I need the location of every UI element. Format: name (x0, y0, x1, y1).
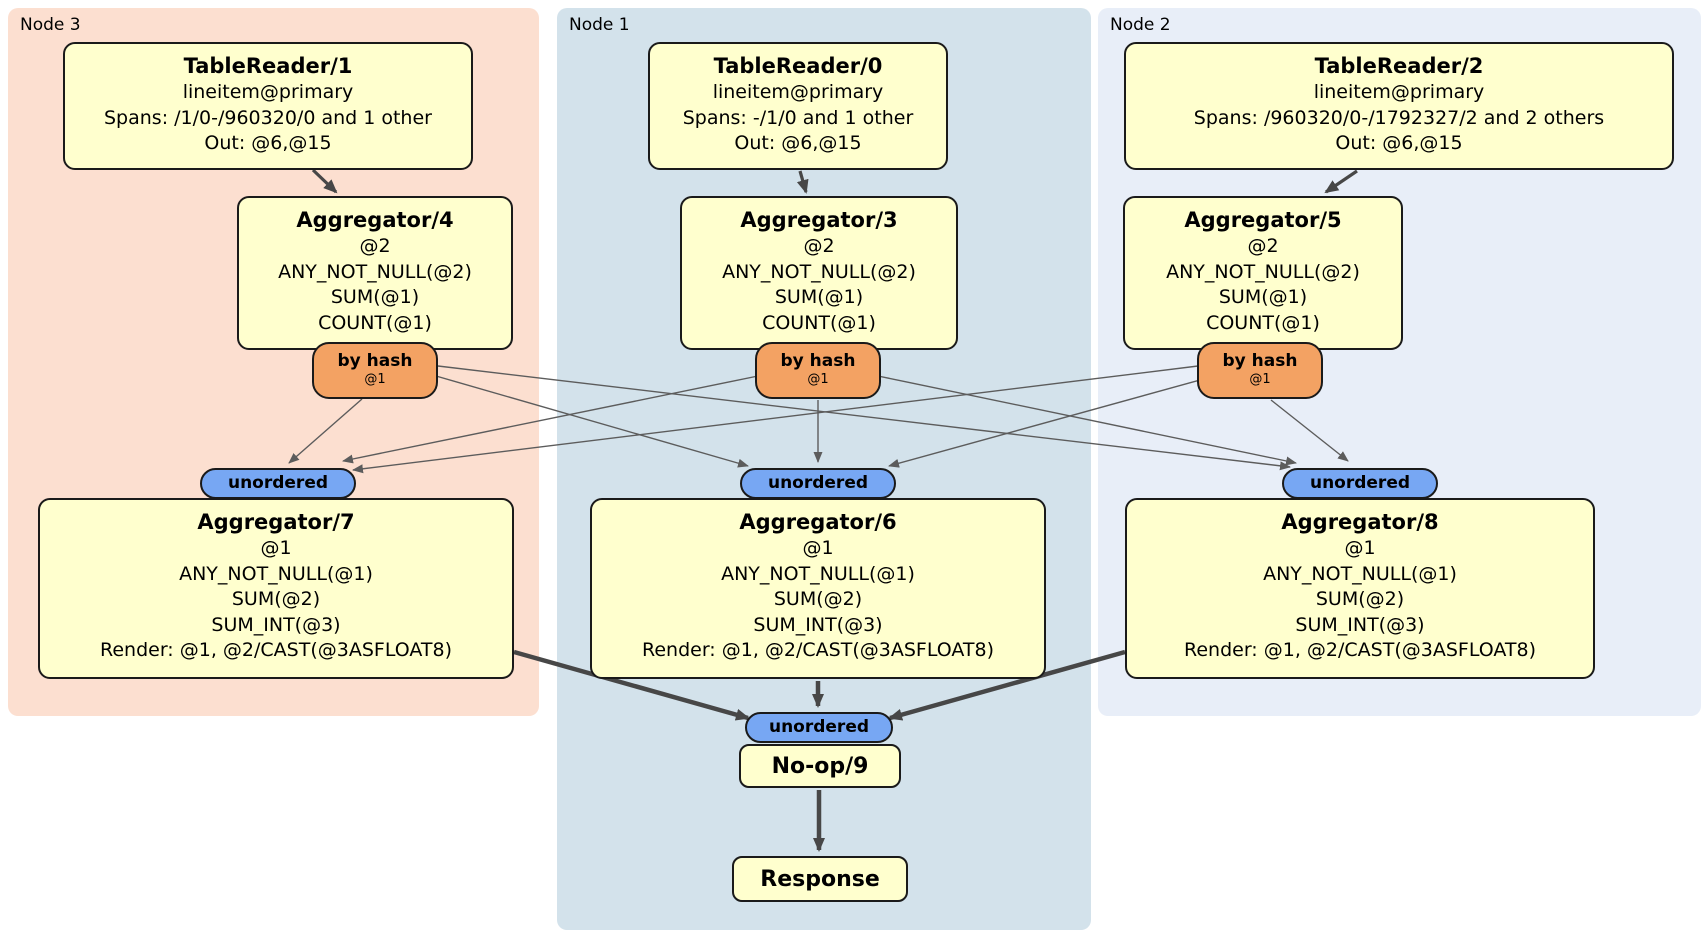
processor-aggregator-6: Aggregator/6 @1 ANY_NOT_NULL(@1) SUM(@2)… (590, 498, 1046, 679)
processor-agg-fn: SUM(@2) (1315, 588, 1405, 610)
edge-byhash4-unordered8 (437, 365, 1291, 471)
processor-title: Aggregator/6 (739, 510, 897, 534)
processor-spans: Spans: /960320/0-/1792327/2 and 2 others (1193, 106, 1605, 129)
processor-title: Aggregator/8 (1281, 510, 1439, 534)
processor-agg-fn: SUM(@2) (773, 588, 863, 610)
processor-title: Aggregator/4 (296, 208, 454, 232)
edge-tablereader0-aggregator3 (796, 170, 809, 194)
router-label: by hash (780, 351, 856, 371)
processor-groupcols: @2 (803, 235, 835, 257)
processor-aggregator-7: Aggregator/7 @1 ANY_NOT_NULL(@1) SUM(@2)… (38, 498, 514, 679)
processor-aggregator-8: Aggregator/8 @1 ANY_NOT_NULL(@1) SUM(@2)… (1125, 498, 1595, 679)
sync-unordered-8: unordered (1282, 468, 1438, 499)
processor-agg-fn: SUM_INT(@3) (753, 613, 883, 636)
processor-groupcols: @2 (1247, 235, 1279, 257)
processor-title: Aggregator/3 (740, 208, 898, 232)
edge-byhash5-unordered7 (352, 365, 1199, 474)
processor-agg-fn: COUNT(@1) (318, 311, 432, 334)
processor-agg-fn: ANY_NOT_NULL(@2) (722, 260, 916, 283)
processor-spans: Spans: -/1/0 and 1 other (682, 106, 914, 129)
router-by-hash-4: by hash @1 (312, 342, 438, 399)
edge-aggregator8-unordered-final (888, 649, 1126, 721)
processor-title: Aggregator/7 (197, 510, 355, 534)
processor-agg-fn: SUM(@1) (774, 286, 864, 308)
processor-agg-fn: ANY_NOT_NULL(@2) (278, 260, 472, 283)
edge-aggregator7-unordered-final (513, 649, 750, 721)
processor-render: Render: @1, @2/CAST(@3ASFLOAT8) (1184, 639, 1536, 661)
processor-aggregator-4: Aggregator/4 @2 ANY_NOT_NULL(@2) SUM(@1)… (237, 196, 513, 350)
panel-node-1-label: Node 1 (569, 15, 630, 35)
processor-groupcols: @1 (802, 537, 834, 559)
processor-spans: Spans: /1/0-/960320/0 and 1 other (104, 106, 432, 129)
processor-agg-fn: ANY_NOT_NULL(@1) (721, 562, 915, 585)
processor-index: lineitem@primary (1313, 81, 1485, 103)
edge-tablereader2-aggregator5 (1324, 169, 1358, 194)
router-by-hash-5: by hash @1 (1197, 342, 1323, 399)
processor-agg-fn: SUM_INT(@3) (1295, 613, 1425, 636)
processor-out: Out: @6,@15 (1335, 132, 1463, 154)
processor-render: Render: @1, @2/CAST(@3ASFLOAT8) (100, 639, 452, 661)
processor-response: Response (732, 856, 908, 902)
processor-agg-fn: SUM(@2) (231, 588, 321, 610)
processor-tablereader-0: TableReader/0 lineitem@primary Spans: -/… (648, 42, 948, 170)
processor-render: Render: @1, @2/CAST(@3ASFLOAT8) (642, 639, 994, 661)
hash-fanout-edges (288, 365, 1349, 474)
edge-byhash3-unordered7 (342, 375, 759, 464)
processor-agg-fn: SUM_INT(@3) (211, 613, 341, 636)
sync-unordered-final: unordered (745, 712, 893, 743)
processor-title: TableReader/0 (713, 54, 883, 78)
panel-node-2-label: Node 2 (1110, 15, 1171, 35)
processor-agg-fn: COUNT(@1) (762, 311, 876, 334)
sync-unordered-6: unordered (740, 468, 896, 499)
processor-agg-fn: COUNT(@1) (1206, 311, 1320, 334)
panel-node-3-label: Node 3 (20, 15, 81, 35)
main-flow-edges (311, 168, 1358, 852)
processor-agg-fn: ANY_NOT_NULL(@1) (179, 562, 373, 585)
edge-byhash3-unordered8 (877, 375, 1297, 466)
processor-agg-fn: SUM(@1) (1218, 286, 1308, 308)
processor-out: Out: @6,@15 (734, 132, 862, 154)
router-label: by hash (337, 351, 413, 371)
processor-groupcols: @1 (1344, 537, 1376, 559)
processor-groupcols: @1 (260, 537, 292, 559)
edge-byhash4-unordered6 (435, 375, 749, 468)
router-by-hash-3: by hash @1 (755, 342, 881, 399)
processor-agg-fn: SUM(@1) (330, 286, 420, 308)
processor-tablereader-2: TableReader/2 lineitem@primary Spans: /9… (1124, 42, 1674, 170)
router-columns: @1 (1249, 372, 1271, 387)
sync-unordered-7: unordered (200, 468, 356, 499)
processor-index: lineitem@primary (712, 81, 884, 103)
processor-index: lineitem@primary (182, 81, 354, 103)
edge-byhash4-unordered7 (288, 398, 363, 464)
processor-noop-9: No-op/9 (739, 744, 901, 788)
processor-agg-fn: ANY_NOT_NULL(@1) (1263, 562, 1457, 585)
processor-title: TableReader/1 (183, 54, 353, 78)
router-columns: @1 (807, 372, 829, 387)
router-columns: @1 (364, 372, 386, 387)
processor-aggregator-3: Aggregator/3 @2 ANY_NOT_NULL(@2) SUM(@1)… (680, 196, 958, 350)
processor-agg-fn: ANY_NOT_NULL(@2) (1166, 260, 1360, 283)
edge-tablereader1-aggregator4 (311, 168, 338, 194)
processor-title: Aggregator/5 (1184, 208, 1342, 232)
processor-groupcols: @2 (359, 235, 391, 257)
processor-tablereader-1: TableReader/1 lineitem@primary Spans: /1… (63, 42, 473, 170)
edge-byhash5-unordered8 (1270, 399, 1349, 462)
processor-title: TableReader/2 (1314, 54, 1484, 78)
edge-byhash5-unordered6 (888, 379, 1201, 468)
router-label: by hash (1222, 351, 1298, 371)
processor-out: Out: @6,@15 (204, 132, 332, 154)
processor-aggregator-5: Aggregator/5 @2 ANY_NOT_NULL(@2) SUM(@1)… (1123, 196, 1403, 350)
